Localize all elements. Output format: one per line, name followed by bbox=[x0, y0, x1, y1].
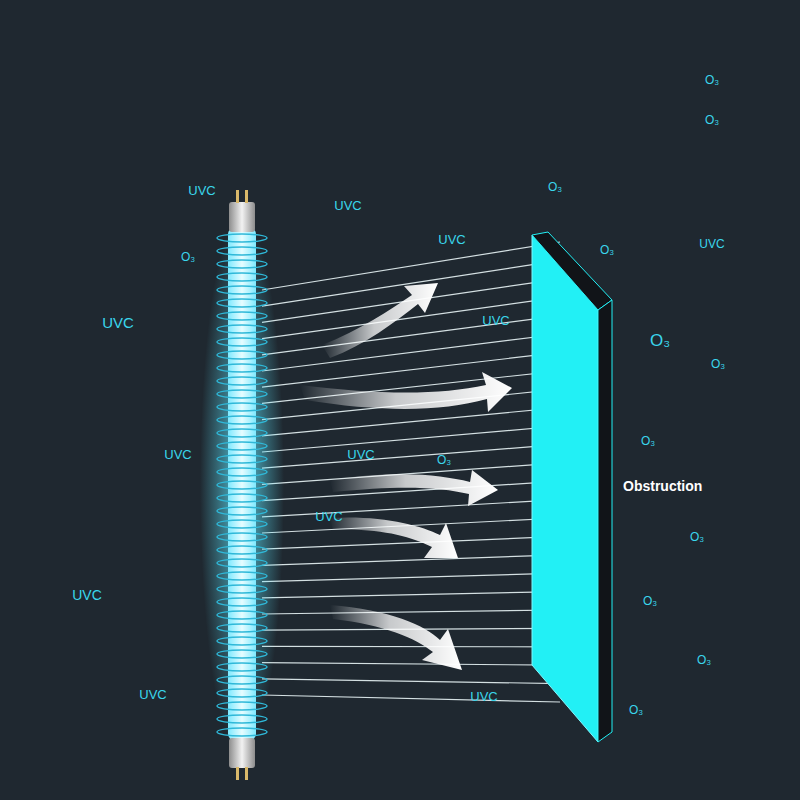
floating-label: UVC bbox=[102, 315, 134, 330]
floating-label: UVC bbox=[315, 510, 342, 523]
tube-glow bbox=[200, 215, 284, 755]
floating-label: UVC bbox=[699, 238, 724, 250]
floating-label: UVC bbox=[438, 233, 465, 246]
tube-pin bbox=[245, 767, 248, 780]
tube-cap bbox=[229, 202, 255, 232]
panel-shape bbox=[528, 228, 618, 748]
floating-label: UVC bbox=[72, 588, 102, 602]
obstruction-panel: Obstruction bbox=[528, 228, 618, 748]
tube-pin bbox=[236, 190, 239, 203]
floating-label: UVC bbox=[188, 184, 215, 197]
floating-label: O₃ bbox=[600, 244, 614, 256]
floating-label: UVC bbox=[470, 690, 497, 703]
panel-label: Obstruction bbox=[623, 479, 702, 493]
floating-label: O₃ bbox=[705, 74, 719, 86]
floating-label: UVC bbox=[482, 314, 509, 327]
floating-label: O₃ bbox=[548, 181, 562, 193]
tube-cap bbox=[229, 738, 255, 768]
floating-label: O₃ bbox=[705, 114, 719, 126]
floating-label: UVC bbox=[139, 688, 166, 701]
tube-coils bbox=[217, 234, 267, 736]
floating-label: UVC bbox=[164, 448, 191, 461]
floating-label: O₃ bbox=[629, 704, 643, 716]
flow-arrows bbox=[300, 283, 512, 670]
floating-label: O₃ bbox=[697, 654, 711, 666]
floating-label: O₃ bbox=[437, 454, 451, 466]
floating-label: O₃ bbox=[711, 358, 725, 370]
uv-rays bbox=[262, 242, 560, 702]
floating-label: O₃ bbox=[181, 251, 195, 263]
tube-pin bbox=[236, 767, 239, 780]
floating-label: O₃ bbox=[643, 595, 657, 607]
tube-pin bbox=[245, 190, 248, 203]
floating-label: UVC bbox=[347, 448, 374, 461]
floating-label: O₃ bbox=[650, 332, 670, 349]
floating-label: O₃ bbox=[690, 531, 704, 543]
floating-label: O₃ bbox=[641, 435, 655, 447]
floating-label: UVC bbox=[334, 199, 361, 212]
